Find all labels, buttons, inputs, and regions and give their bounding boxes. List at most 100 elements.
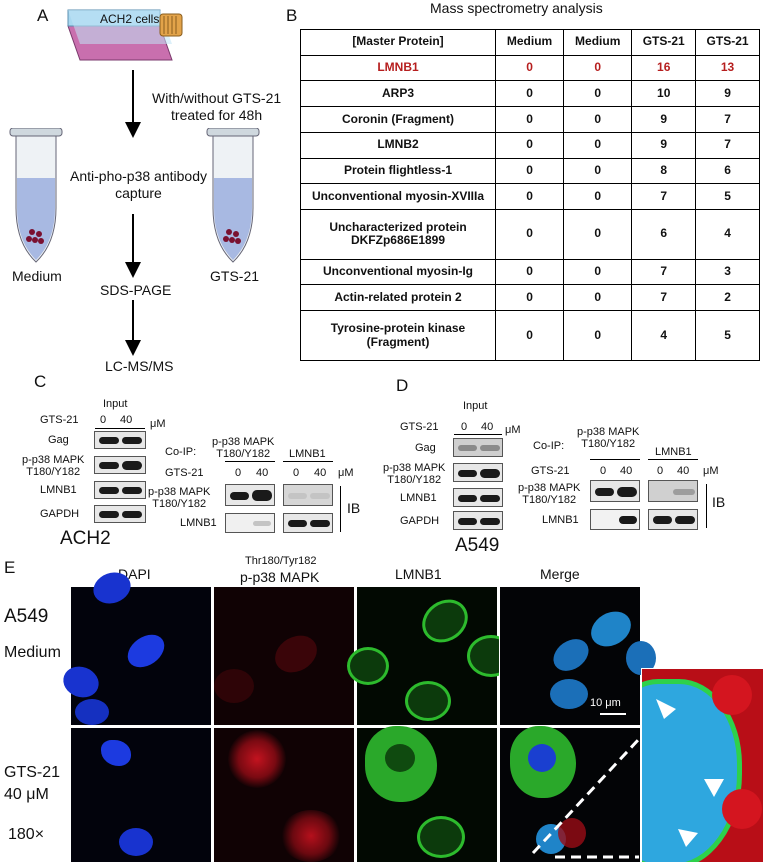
table-cell: 0 (494, 157, 565, 185)
table-cell: Coronin (Fragment) (300, 106, 496, 133)
row-label: Medium (4, 644, 61, 661)
table-cell: 7 (695, 131, 760, 159)
workflow-arrows (125, 70, 141, 356)
table-header: GTS-21 (631, 29, 697, 56)
panel-label-a: A (37, 6, 49, 25)
capture-label: Anti-pho-p38 antibody capture (70, 168, 207, 201)
column-header: Merge (540, 566, 580, 582)
gts-label: GTS-21 (531, 465, 570, 477)
table-header: GTS-21 (695, 29, 760, 56)
column-header: LMNB1 (395, 566, 442, 582)
micrograph-dapi-medium (58, 567, 212, 726)
row-label: 40 μM (4, 786, 49, 803)
table-cell: 0 (494, 258, 565, 286)
table-cell: 0 (494, 80, 565, 108)
table-cell: LMNB1 (300, 54, 496, 82)
table-cell: 9 (631, 106, 697, 133)
western-blot (225, 513, 275, 533)
gts-label: GTS-21 (165, 467, 204, 479)
table-title: Mass spectrometry analysis (430, 0, 603, 16)
bracket (706, 484, 707, 528)
table-row: LMNB1 0 0 16 13 (300, 54, 760, 82)
table-cell: 0 (494, 284, 565, 312)
western-blot (648, 509, 698, 530)
table-cell: 0 (563, 54, 633, 82)
dose-label: 0 (293, 467, 300, 479)
table-cell: 5 (695, 310, 760, 361)
ib-label: IB (712, 494, 726, 510)
blot-row-label: LMNB1 (180, 517, 217, 529)
coip-antibody: LMNB1 (289, 448, 326, 460)
table-header: Medium (494, 29, 565, 56)
table-cell: 0 (563, 131, 633, 159)
row-label: 180× (8, 826, 45, 843)
table-cell: 0 (563, 209, 633, 260)
table-row: Coronin (Fragment) 0 0 9 7 (300, 106, 760, 133)
dose-label: 40 (481, 421, 494, 433)
phospho-site-label: Thr180/Tyr182 (245, 555, 317, 567)
table-cell: 0 (563, 80, 633, 108)
table-cell: Protein flightless-1 (300, 157, 496, 185)
table-cell: 0 (494, 183, 565, 211)
cell-line-label: A549 (455, 535, 500, 556)
table-cell: Tyrosine-protein kinase (Fragment) (300, 310, 496, 361)
table-cell: Actin-related protein 2 (300, 284, 496, 312)
flask-label: ACH2 cells (100, 12, 160, 26)
table-row: Protein flightless-1 0 0 8 6 (300, 157, 760, 185)
dose-label: 0 (657, 465, 664, 477)
table-row: Unconventional myosin-Ig 0 0 7 3 (300, 258, 760, 286)
divider (225, 461, 275, 462)
table-cell: 6 (631, 209, 697, 260)
blot-row-label: LMNB1 (400, 492, 437, 504)
bracket (340, 486, 341, 532)
table-cell: Unconventional myosin-XVIIIa (300, 183, 496, 211)
gts-label: GTS-21 (40, 414, 79, 426)
table-cell: 0 (494, 209, 565, 260)
table-row: ARP3 0 0 10 9 (300, 80, 760, 108)
unit-label: μM (703, 465, 719, 477)
cell-flask-icon (67, 9, 183, 61)
western-blot (590, 480, 640, 502)
table-header: [Master Protein] (300, 29, 496, 56)
gts-label: GTS-21 (400, 421, 439, 433)
table-row: Tyrosine-protein kinase (Fragment) 0 0 4… (300, 310, 760, 361)
table-cell: 7 (631, 183, 697, 211)
tube-label-medium: Medium (12, 268, 62, 284)
dose-label: 40 (256, 467, 269, 479)
micrograph-dapi-gts21 (70, 727, 212, 863)
western-blot (453, 463, 503, 482)
blot-row-label: p-p38 MAPK T180/Y182 (22, 454, 85, 478)
table-row: Uncharacterized protein DKFZp686E1899 0 … (300, 209, 760, 260)
table-cell: 16 (631, 54, 697, 82)
row-label: A549 (4, 606, 49, 627)
divider (283, 461, 333, 462)
coip-antibody: LMNB1 (655, 446, 692, 458)
table-row: LMNB2 0 0 9 7 (300, 131, 760, 159)
western-blot (225, 484, 275, 506)
zoom-inset (641, 668, 764, 863)
ib-label: IB (347, 500, 361, 516)
step-lc-ms: LC-MS/MS (105, 358, 174, 374)
western-blot (283, 513, 333, 533)
unit-label: μM (505, 424, 521, 436)
panel-label-e: E (4, 558, 16, 577)
dose-label: 0 (100, 414, 107, 426)
coip-label: Co-IP: (533, 440, 565, 452)
blot-row-label: GAPDH (40, 508, 80, 520)
table-cell: 0 (563, 258, 633, 286)
table-cell: 4 (631, 310, 697, 361)
blot-row-label: Gag (48, 434, 69, 446)
unit-label: μM (338, 467, 354, 479)
table-cell: 8 (631, 157, 697, 185)
blot-row-label: p-p38 MAPK T180/Y182 (518, 482, 581, 506)
table-cell: 0 (563, 106, 633, 133)
blot-row-label: GAPDH (400, 515, 440, 527)
treatment-label: With/without GTS-21 treated for 48h (152, 90, 282, 123)
table-header: Medium (563, 29, 633, 56)
western-blot (94, 481, 146, 499)
dose-label: 0 (600, 465, 607, 477)
table-cell: 5 (695, 183, 760, 211)
dose-label: 40 (677, 465, 690, 477)
row-label: GTS-21 (4, 764, 61, 781)
table-row: Unconventional myosin-XVIIIa 0 0 7 5 (300, 183, 760, 211)
